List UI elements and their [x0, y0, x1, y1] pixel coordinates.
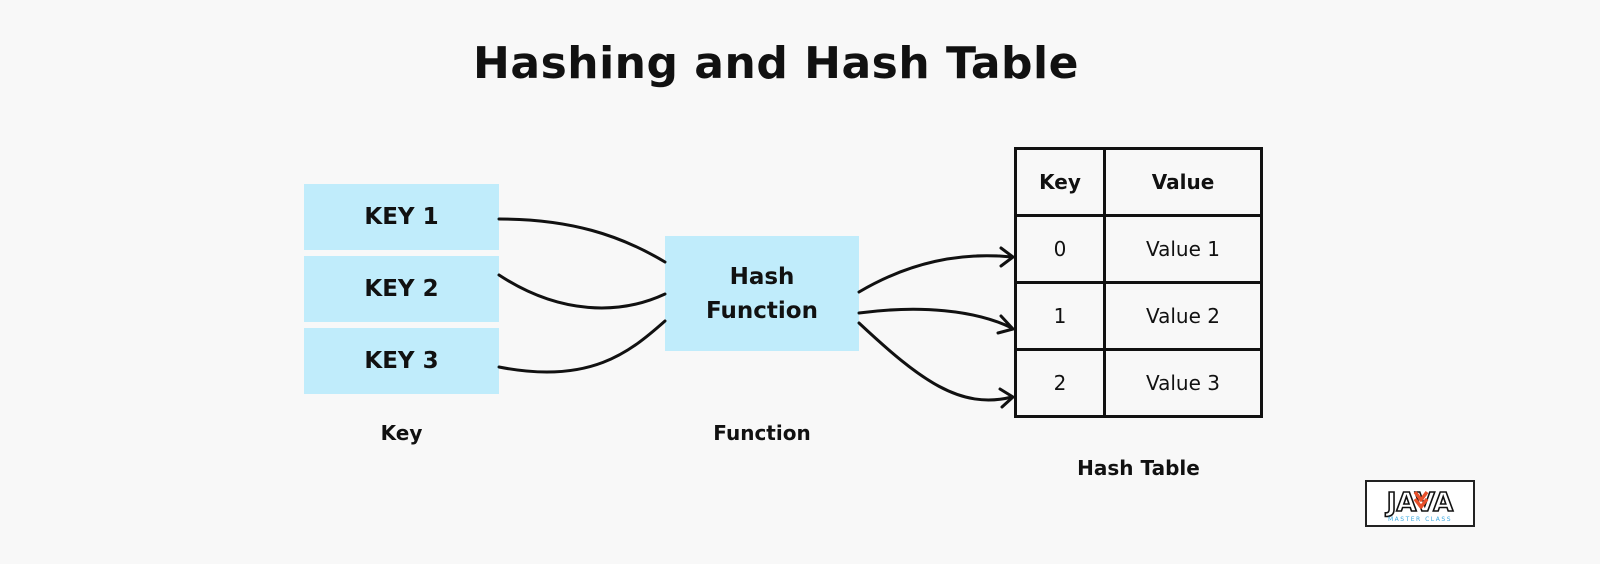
key-box-1: KEY 1	[304, 184, 499, 250]
table-row: 0 Value 1	[1014, 214, 1263, 284]
hash-to-row0-arrowhead	[999, 246, 1015, 268]
key2-to-hash-curve	[497, 273, 667, 310]
table-row: 1 Value 2	[1014, 281, 1263, 351]
hash-to-row1-arrow	[857, 307, 1014, 330]
key-box-3: KEY 3	[304, 328, 499, 394]
java-master-class-logo: JAVA MASTER CLASS	[1365, 480, 1475, 527]
row-key: 0	[1014, 214, 1106, 284]
hash-to-row1-arrowhead	[996, 314, 1015, 335]
logo-word: JAVA	[1385, 488, 1454, 518]
hash-function-line2: Function	[705, 297, 818, 324]
key-caption: Key	[380, 421, 423, 445]
hash-function-box: Hash Function	[665, 236, 859, 351]
header-key: Key	[1014, 147, 1106, 217]
row-value: Value 3	[1103, 348, 1263, 418]
hash-to-row2-arrowhead	[998, 387, 1015, 409]
header-value: Value	[1103, 147, 1263, 217]
key-box-2: KEY 2	[304, 256, 499, 322]
hash-to-row2-arrow	[857, 321, 1014, 402]
function-caption: Function	[713, 421, 811, 445]
row-value: Value 1	[1103, 214, 1263, 284]
hash-table: Key Value 0 Value 1 1 Value 2 2 Value 3	[1014, 147, 1263, 418]
hash-table-caption: Hash Table	[1077, 456, 1200, 480]
key1-to-hash-curve	[497, 217, 667, 264]
hash-to-row0-arrow	[857, 254, 1014, 294]
diagram-title: Hashing and Hash Table	[473, 38, 1079, 89]
hash-table-header-row: Key Value	[1014, 147, 1263, 217]
hash-function-line1: Hash	[729, 263, 795, 290]
key3-to-hash-curve	[497, 319, 667, 374]
row-value: Value 2	[1103, 281, 1263, 351]
java-logo-icon: JAVA MASTER CLASS	[1384, 487, 1454, 523]
logo-tagline: MASTER CLASS	[1388, 516, 1452, 523]
table-row: 2 Value 3	[1014, 348, 1263, 418]
row-key: 1	[1014, 281, 1106, 351]
row-key: 2	[1014, 348, 1106, 418]
